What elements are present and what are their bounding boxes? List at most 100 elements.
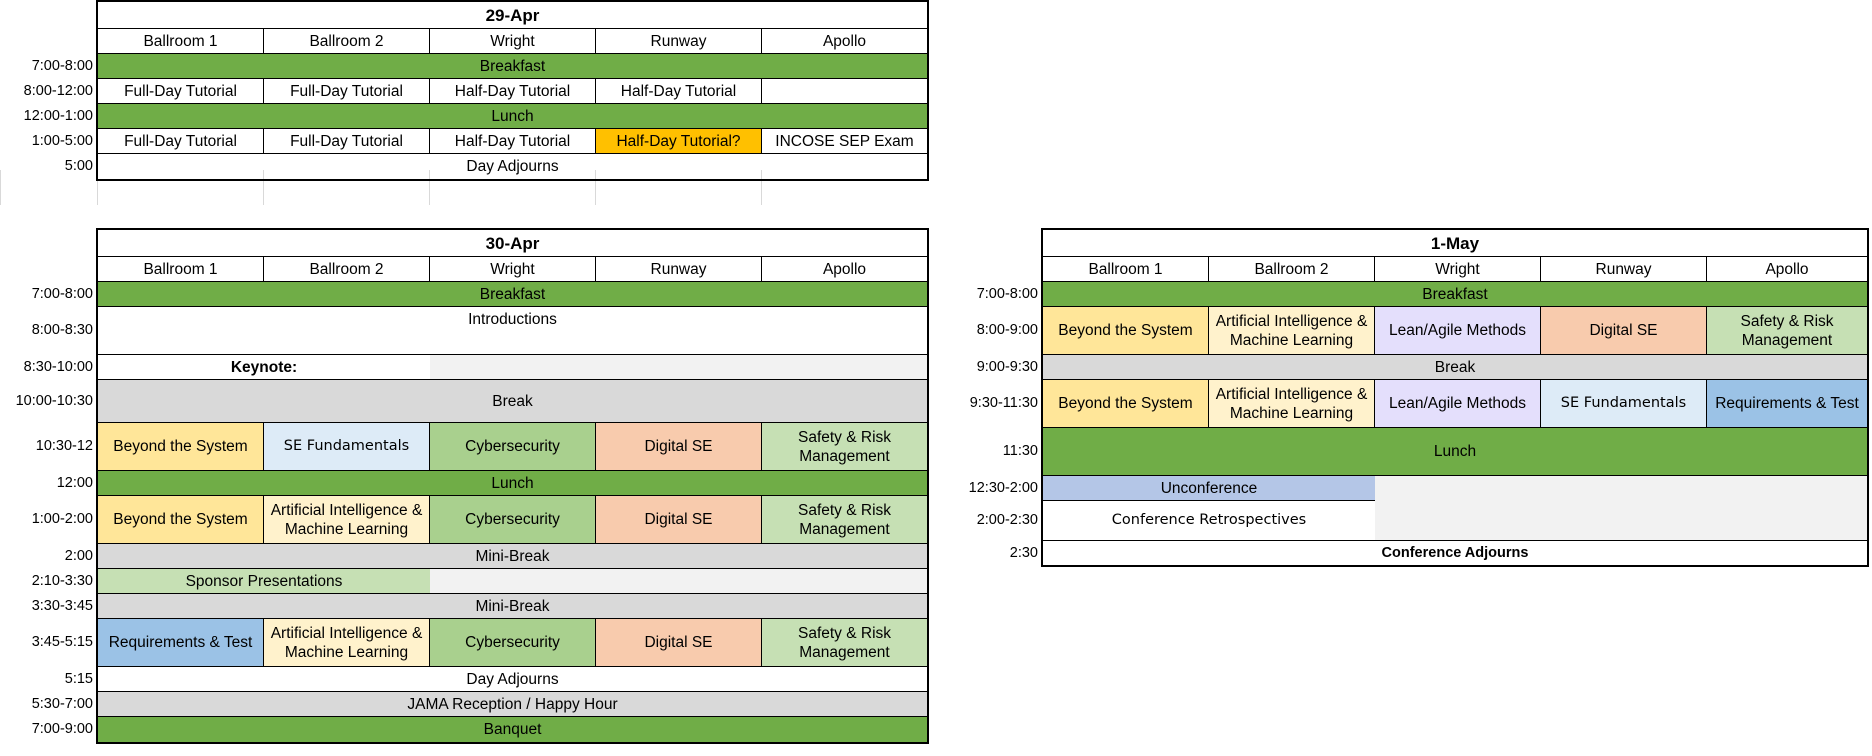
- keynote: Keynote:: [98, 355, 430, 380]
- sponsor-presentations: Sponsor Presentations: [98, 569, 430, 594]
- day-adjourns: Day Adjourns: [466, 158, 559, 175]
- session-cell: Cybersecurity: [430, 619, 596, 667]
- session-cell: Half-Day Tutorial: [430, 129, 596, 154]
- lunch-bar: Lunch: [98, 471, 927, 496]
- session-cell: Artificial Intelligence & Machine Learni…: [264, 619, 430, 667]
- room-header: Apollo: [762, 257, 927, 282]
- session-cell: Half-Day Tutorial: [430, 79, 596, 104]
- reception-bar: JAMA Reception / Happy Hour: [98, 692, 927, 717]
- session-cell: SE Fundamentals: [1541, 380, 1707, 428]
- room-header: Runway: [596, 29, 762, 54]
- room-header: Wright: [1375, 257, 1541, 282]
- room-header: Apollo: [1707, 257, 1867, 282]
- sponsor-empty: [430, 569, 927, 594]
- day1-grid: 29-Apr Ballroom 1 Ballroom 2 Wright Runw…: [96, 0, 929, 181]
- session-cell: Safety & Risk Management: [762, 496, 927, 544]
- time-label: 2:00-2:30: [976, 512, 1038, 528]
- time-label: 11:30: [1002, 443, 1038, 459]
- mini-break-bar: Mini-Break: [98, 544, 927, 569]
- session-cell: Full-Day Tutorial: [264, 79, 430, 104]
- break-bar: Break: [98, 380, 927, 423]
- session-cell: Requirements & Test: [98, 619, 264, 667]
- session-cell: Safety & Risk Management: [762, 619, 927, 667]
- time-label: 12:00-1:00: [23, 107, 93, 124]
- time-label: 8:00-9:00: [976, 322, 1038, 338]
- time-label: 3:30-3:45: [31, 597, 93, 614]
- break-bar: Break: [1043, 355, 1867, 380]
- time-label: 5:00: [64, 157, 93, 174]
- keynote-empty: [430, 355, 927, 380]
- time-label: 1:00-2:00: [31, 511, 93, 527]
- room-header: Ballroom 1: [1043, 257, 1209, 282]
- room-header: Wright: [430, 29, 596, 54]
- lunch-bar: Lunch: [98, 104, 927, 129]
- room-header: Runway: [596, 257, 762, 282]
- day2-grid: 30-Apr Ballroom 1 Ballroom 2 Wright Runw…: [96, 228, 929, 744]
- session-cell: Digital SE: [596, 496, 762, 544]
- time-label: 10:00-10:30: [15, 392, 93, 409]
- conference-adjourns: Conference Adjourns: [1381, 544, 1529, 561]
- session-cell: Full-Day Tutorial: [98, 129, 264, 154]
- session-cell: SE Fundamentals: [264, 423, 430, 471]
- room-header: Ballroom 1: [98, 257, 264, 282]
- time-label: 8:00-8:30: [31, 322, 93, 338]
- time-label: 1:00-5:00: [31, 132, 93, 149]
- time-label: 5:15: [64, 670, 93, 687]
- conference-retrospectives: Conference Retrospectives: [1043, 501, 1375, 541]
- session-cell: Beyond the System: [1043, 307, 1209, 355]
- schedule-30-apr: 7:00-8:00 8:00-8:30 8:30-10:00 10:00-10:…: [0, 228, 930, 756]
- day-adjourns: Day Adjourns: [98, 667, 927, 692]
- introductions: Introductions: [98, 307, 927, 355]
- session-cell: Safety & Risk Management: [1707, 307, 1867, 355]
- schedule-29-apr: 7:00-8:00 8:00-12:00 12:00-1:00 1:00-5:0…: [0, 0, 930, 205]
- time-label: 12:30-2:00: [968, 479, 1038, 496]
- room-header: Runway: [1541, 257, 1707, 282]
- lunch-bar: Lunch: [1043, 428, 1867, 476]
- breakfast-bar: Breakfast: [1043, 282, 1867, 307]
- session-cell: [762, 79, 927, 104]
- time-label: 7:00-9:00: [31, 720, 93, 737]
- gridline: [263, 170, 264, 205]
- session-cell: Beyond the System: [1043, 380, 1209, 428]
- session-cell: Digital SE: [596, 619, 762, 667]
- session-cell: Digital SE: [1541, 307, 1707, 355]
- time-label: 8:30-10:00: [23, 358, 93, 375]
- room-header: Ballroom 2: [264, 257, 430, 282]
- mini-break-bar: Mini-Break: [98, 594, 927, 619]
- time-label: 3:45-5:15: [31, 634, 93, 650]
- room-header: Wright: [430, 257, 596, 282]
- breakfast-bar: Breakfast: [98, 282, 927, 307]
- afternoon-empty: [1375, 476, 1867, 541]
- time-label: 12:00: [56, 474, 93, 491]
- gridline: [97, 170, 98, 205]
- time-label: 2:00: [64, 547, 93, 564]
- session-cell: Cybersecurity: [430, 423, 596, 471]
- time-label: 10:30-12: [35, 438, 93, 454]
- time-label: 9:30-11:30: [969, 395, 1038, 411]
- session-cell: Artificial Intelligence & Machine Learni…: [264, 496, 430, 544]
- gridline: [595, 170, 596, 205]
- session-cell-tentative: Half-Day Tutorial?: [596, 129, 762, 154]
- gridline: [429, 170, 430, 205]
- day-title: 29-Apr: [98, 2, 927, 29]
- time-label: 7:00-8:00: [31, 285, 93, 302]
- time-label: 2:10-3:30: [31, 572, 93, 589]
- time-label: 8:00-12:00: [23, 82, 93, 99]
- day3-grid: 1-May Ballroom 1 Ballroom 2 Wright Runwa…: [1041, 228, 1869, 567]
- session-cell: Artificial Intelligence & Machine Learni…: [1209, 380, 1375, 428]
- time-label: 5:30-7:00: [31, 695, 93, 712]
- room-header: Apollo: [762, 29, 927, 54]
- session-cell: Digital SE: [596, 423, 762, 471]
- session-cell: Beyond the System: [98, 423, 264, 471]
- session-cell: Beyond the System: [98, 496, 264, 544]
- time-label: 7:00-8:00: [976, 285, 1038, 302]
- session-cell: Lean/Agile Methods: [1375, 380, 1541, 428]
- day-title: 1-May: [1043, 230, 1867, 257]
- time-label: 9:00-9:30: [976, 358, 1038, 375]
- breakfast-bar: Breakfast: [98, 54, 927, 79]
- session-cell: Cybersecurity: [430, 496, 596, 544]
- gridline: [0, 170, 1, 205]
- day-title: 30-Apr: [98, 230, 927, 257]
- session-cell: Safety & Risk Management: [762, 423, 927, 471]
- unconference: Unconference: [1043, 476, 1375, 501]
